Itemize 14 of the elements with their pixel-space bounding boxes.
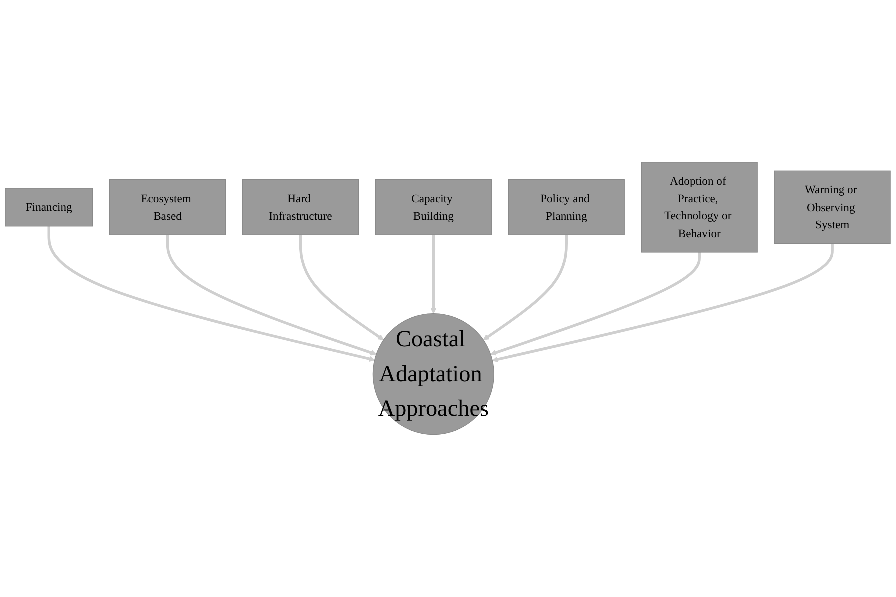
node-box: Ecosystem Based bbox=[109, 179, 226, 236]
node-box: Policy and Planning bbox=[508, 179, 625, 236]
arrow bbox=[483, 234, 568, 340]
node-box: Warning or Observing System bbox=[774, 170, 891, 244]
node-box: Hard Infrastructure bbox=[242, 179, 360, 236]
node-box: Adoption of Practice, Technology or Behavior bbox=[641, 162, 758, 253]
arrow bbox=[492, 244, 834, 362]
arrow bbox=[48, 226, 376, 362]
node-box: Capacity Building bbox=[375, 179, 492, 236]
arrow bbox=[430, 234, 437, 314]
node-box: Financing bbox=[5, 188, 94, 227]
arrow bbox=[166, 234, 377, 356]
arrow bbox=[490, 252, 701, 356]
arrow bbox=[299, 234, 384, 340]
